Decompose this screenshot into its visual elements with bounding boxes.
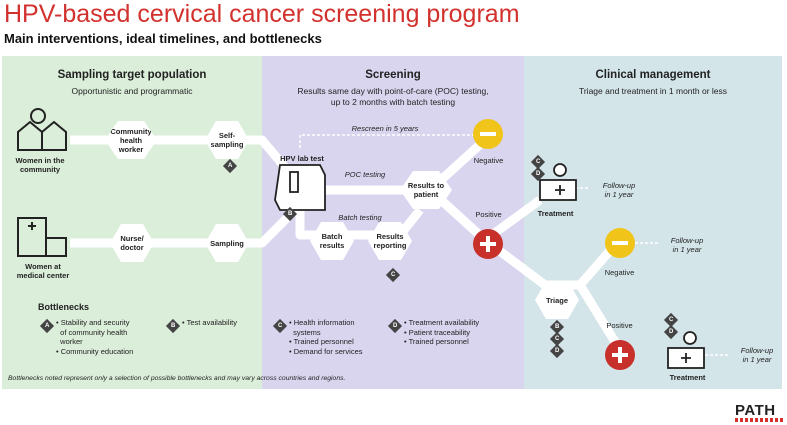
- legend-b: • Test availability: [182, 318, 238, 327]
- panel-screening-sub-line2: up to 2 months with batch testing: [330, 96, 456, 107]
- panel-clinical-sub: Triage and treatment in 1 month or less: [578, 86, 728, 96]
- hospital-icon: [17, 217, 67, 257]
- footnote: Bottlenecks noted represent only a selec…: [8, 375, 346, 382]
- path-logo: PATH: [735, 402, 776, 419]
- treatment2-label: Treatment: [669, 373, 706, 382]
- rescreen-arrow: [299, 134, 475, 150]
- lab-test-icon: [274, 164, 326, 211]
- legend-d: • Treatment availability• Patient tracea…: [404, 318, 480, 346]
- panel-screening-sub-line1: Results same day with point-of-care (POC…: [297, 86, 489, 96]
- negative-label: Negative: [473, 156, 504, 165]
- flow-positive: [426, 186, 580, 290]
- treatment-label: Treatment: [537, 209, 574, 218]
- panel-sampling-heading: Sampling target population: [57, 69, 207, 81]
- positive-icon-2: [605, 340, 635, 370]
- treatment-icon: [539, 163, 577, 201]
- treatment-icon-2: [667, 331, 705, 369]
- houses-icon: [17, 108, 67, 151]
- panel-clinical: Clinical management Triage and treatment…: [524, 56, 782, 389]
- rescreen-label: Rescreen in 5 years: [351, 124, 419, 133]
- flow-community: [70, 135, 304, 188]
- panel-sampling-sub: Opportunistic and programmatic: [71, 86, 193, 96]
- poc-label: POC testing: [344, 170, 386, 179]
- panel-screening-heading: Screening: [365, 69, 421, 81]
- path-logo-pattern: [735, 418, 783, 422]
- positive2-label: Positive: [606, 321, 633, 330]
- negative-icon: [473, 119, 503, 149]
- negative-icon-2: [605, 228, 635, 258]
- hpv-lab-label: HPV lab test: [280, 154, 324, 163]
- page-title: HPV-based cervical cancer screening prog…: [4, 0, 520, 28]
- page-subtitle: Main interventions, ideal timelines, and…: [4, 31, 322, 46]
- positive-label: Positive: [475, 210, 502, 219]
- legend-a: • Stability and security of community he…: [56, 318, 134, 356]
- positive-icon: [473, 229, 503, 259]
- legend-c: • Health information systems• Trained pe…: [289, 318, 363, 356]
- negative2-label: Negative: [604, 268, 635, 277]
- bottlenecks-heading: Bottlenecks: [38, 302, 90, 312]
- flow-triage-positive: [576, 282, 624, 353]
- flow-medical: [70, 201, 304, 248]
- panel-clinical-heading: Clinical management: [595, 69, 711, 81]
- panel-screening-sub: Results same day with point-of-care (POC…: [262, 86, 524, 107]
- batch-label: Batch testing: [338, 213, 382, 222]
